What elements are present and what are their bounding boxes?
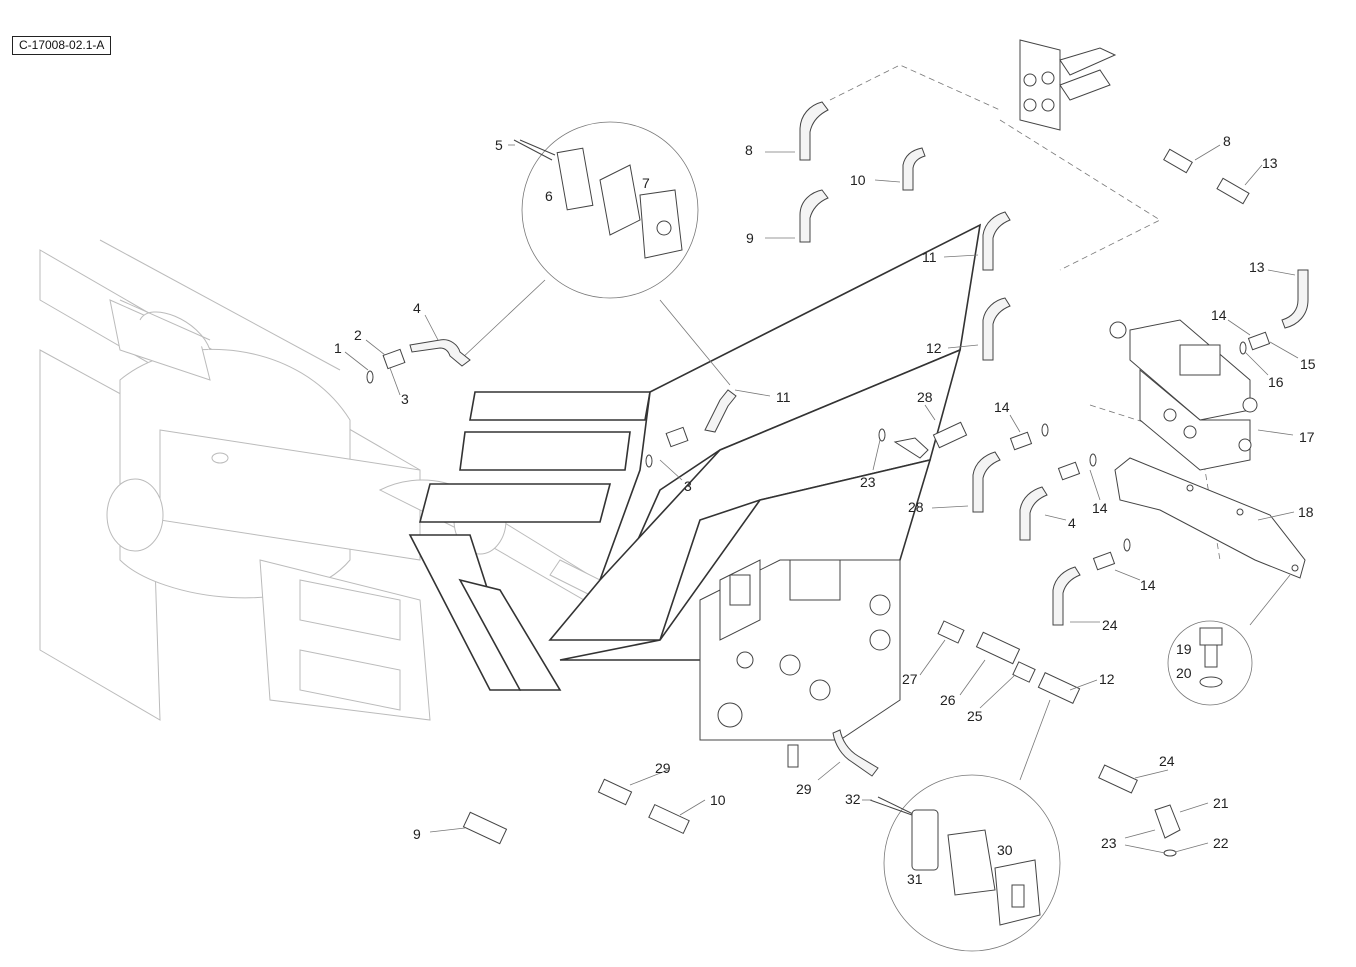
callout-19: 19 [1176,641,1192,657]
callout-13: 13 [1249,259,1265,275]
solenoid-valve [1109,319,1258,471]
callout-23: 23 [1101,835,1117,851]
callout-14: 14 [1140,577,1156,593]
callout-8: 8 [1223,133,1231,149]
callout-14: 14 [994,399,1010,415]
callout-14: 14 [1092,500,1108,516]
detail-circle-top [519,121,699,299]
callout-22: 22 [1213,835,1229,851]
callout-26: 26 [940,692,956,708]
callout-9: 9 [413,826,421,842]
detail-circle-bottom [877,774,1061,952]
bulkhead-plate [1019,39,1117,131]
callout-7: 7 [642,175,650,191]
callout-20: 20 [1176,665,1192,681]
callout-11: 11 [922,249,937,265]
callout-5: 5 [495,137,503,153]
callout-24: 24 [1159,753,1175,769]
o-rings [366,341,1247,857]
callout-11: 11 [776,389,791,405]
drawing-reference-code: C-17008-02.1-A [12,36,112,55]
callout-28: 28 [917,389,933,405]
callout-27: 27 [902,671,918,687]
callout-12: 12 [1099,671,1115,687]
callout-3: 3 [684,478,692,494]
callout-29: 29 [655,760,671,776]
detail-leaders [459,279,1291,781]
control-valve-block [699,559,901,741]
callout-12: 12 [926,340,942,356]
callout-8: 8 [745,142,753,158]
callout-9: 9 [746,230,754,246]
callout-3: 3 [401,391,409,407]
callout-32: 32 [845,791,861,807]
callout-25: 25 [967,708,983,724]
mounting-bracket [1114,457,1306,579]
callout-15: 15 [1300,356,1316,372]
hoses-and-fittings [382,101,1309,845]
callout-31: 31 [907,871,923,887]
callout-4: 4 [1068,515,1076,531]
callout-14: 14 [1211,307,1227,323]
machine-boom-outline [39,239,641,721]
callout-labels: 1 2 3 4 5 6 7 8 9 10 11 12 11 3 28 23 28… [334,133,1316,887]
callout-1: 1 [334,340,342,356]
callout-23: 23 [860,474,876,490]
callout-13: 13 [1262,155,1278,171]
callout-10: 10 [710,792,726,808]
callout-leaders [344,144,1299,854]
callout-17: 17 [1299,429,1315,445]
callout-30: 30 [997,842,1013,858]
callout-6: 6 [545,188,553,204]
callout-18: 18 [1298,504,1314,520]
flow-arrows [408,223,982,691]
callout-24: 24 [1102,617,1118,633]
callout-28: 28 [908,499,924,515]
callout-29: 29 [796,781,812,797]
callout-16: 16 [1268,374,1284,390]
callout-10: 10 [850,172,866,188]
callout-21: 21 [1213,795,1229,811]
callout-4: 4 [413,300,421,316]
callout-2: 2 [354,327,362,343]
detail-circle-bolt [1167,620,1253,706]
